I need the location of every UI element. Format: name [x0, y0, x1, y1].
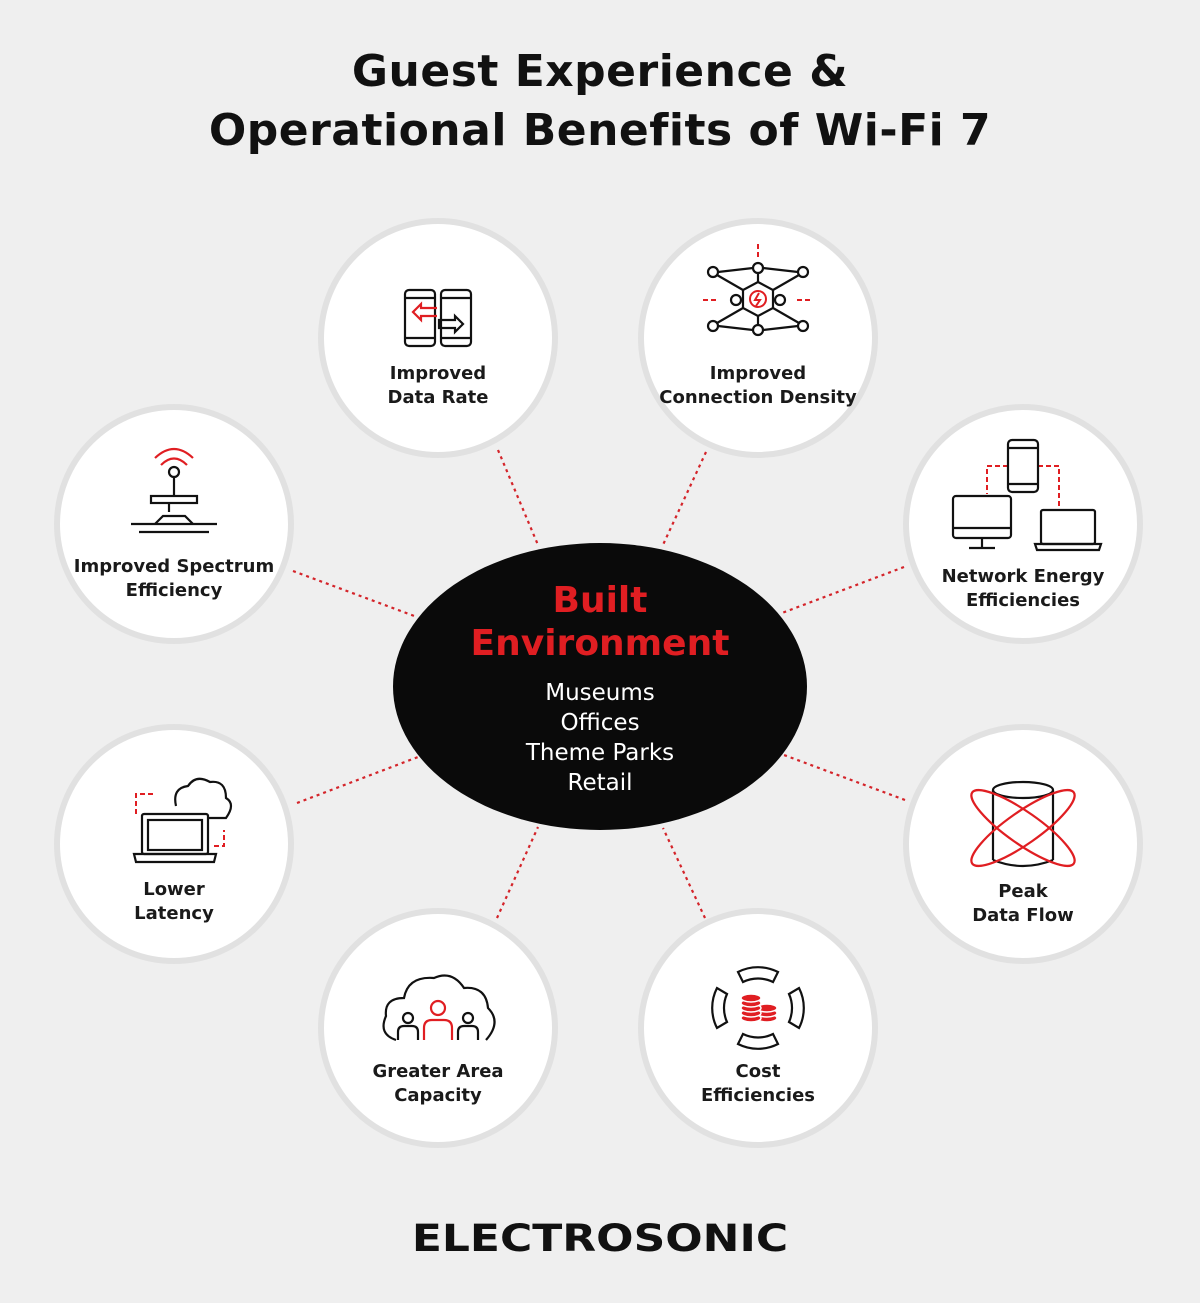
antenna-signal-icon — [131, 447, 217, 534]
connector-data-rate — [496, 449, 540, 546]
benefit-area-capacity: Greater Area Capacity — [318, 908, 558, 1148]
benefit-label: Cost — [735, 1061, 781, 1082]
benefit-data-rate: Improved Data Rate — [318, 218, 558, 458]
coins-target-icon — [711, 966, 805, 1050]
title-line-1: Guest Experience & — [351, 46, 849, 97]
benefit-label: Latency — [134, 903, 214, 924]
benefit-label: Greater Area — [372, 1061, 504, 1082]
brand-logo: ELECTROSONIC — [411, 1216, 789, 1261]
center-items: Museums Offices Theme Parks Retail — [393, 678, 807, 798]
benefit-label: Lower — [143, 879, 205, 900]
benefit-label: Data Flow — [972, 905, 1074, 926]
benefit-connection-density: Improved Connection Density — [638, 218, 878, 458]
center-title: Built Environment — [393, 579, 807, 665]
connector-peak — [783, 753, 906, 802]
benefit-label: Efficiency — [125, 580, 223, 601]
connected-devices-icon — [951, 438, 1103, 552]
connector-area — [495, 826, 540, 919]
benefit-peak-data-flow: Peak Data Flow — [903, 724, 1143, 964]
benefit-cost: Cost Efficiencies — [638, 908, 878, 1148]
benefit-label: Capacity — [394, 1085, 482, 1106]
database-orbit-icon — [970, 780, 1076, 868]
benefit-label: Network Energy — [941, 566, 1105, 587]
center-item: Museums — [545, 680, 655, 706]
connector-energy — [781, 565, 905, 615]
center-item: Theme Parks — [525, 740, 675, 766]
benefit-label: Data Rate — [387, 387, 489, 408]
benefit-label: Connection Density — [659, 387, 857, 408]
benefit-spectrum: Improved Spectrum Efficiency — [54, 404, 294, 644]
cloud-people-icon — [382, 974, 496, 1042]
center-item: Offices — [560, 710, 640, 736]
benefit-label: Efficiencies — [966, 590, 1080, 611]
page-title: Guest Experience & Operational Benefits … — [0, 42, 1200, 160]
cloud-laptop-icon — [132, 777, 233, 864]
connector-cost — [662, 827, 706, 919]
benefit-label: Efficiencies — [701, 1085, 815, 1106]
benefit-latency: Lower Latency — [54, 724, 294, 964]
benefit-label: Improved — [389, 363, 487, 384]
title-line-2: Operational Benefits of Wi-Fi 7 — [208, 105, 992, 156]
phones-transfer-icon — [403, 288, 473, 348]
center-item: Retail — [567, 770, 633, 796]
benefit-label: Improved — [709, 363, 807, 384]
connector-spectrum — [292, 569, 418, 619]
connector-latency — [296, 755, 419, 805]
connector-connection-density — [661, 451, 707, 548]
center-title-line-2: Environment — [470, 623, 730, 664]
benefit-label: Peak — [998, 881, 1048, 902]
center-title-line-1: Built — [552, 580, 648, 621]
network-nodes-icon — [703, 244, 813, 337]
benefit-label: Improved Spectrum — [73, 556, 275, 577]
benefit-network-energy: Network Energy Efficiencies — [903, 404, 1143, 644]
center-hub: Built Environment Museums Offices Theme … — [393, 543, 807, 830]
